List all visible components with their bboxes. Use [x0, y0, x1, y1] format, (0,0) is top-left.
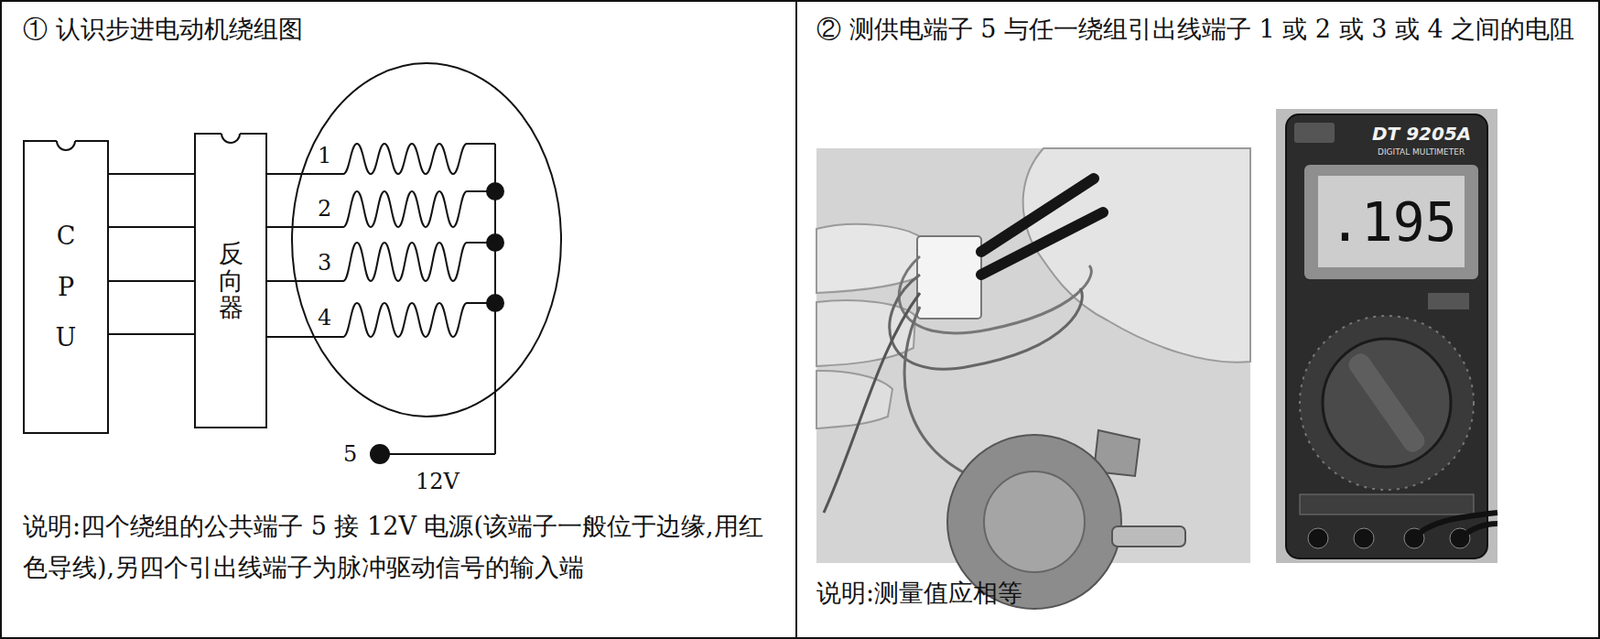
supply-wire — [379, 453, 496, 455]
connector — [917, 236, 982, 319]
multimeter-photo — [1275, 108, 1498, 563]
chip-label: CPU — [54, 210, 79, 363]
pin-number: 5 — [343, 442, 357, 466]
test-lead — [1459, 523, 1498, 539]
meter-subtitle: DIGITAL MULTIMETER — [1377, 148, 1465, 158]
finger — [816, 224, 925, 293]
motor-shaft — [1112, 526, 1186, 547]
lead-wire — [889, 274, 1082, 369]
panel-divider — [795, 0, 798, 638]
notch-arc — [221, 133, 240, 143]
winding-coil — [267, 302, 496, 337]
panel-heading: ① 认识步进电动机绕组图 — [22, 7, 783, 52]
lead-wire — [904, 306, 971, 476]
photo-ground — [1275, 108, 1498, 563]
dial-scale — [1299, 315, 1474, 490]
measuring-photo — [816, 148, 1251, 609]
power-button — [1427, 292, 1470, 310]
lcd-reading: .195 — [1329, 194, 1458, 253]
brand-plate — [1294, 122, 1335, 143]
signal-wire — [108, 172, 195, 175]
panel-heading: ② 测供电端子 5 与任一绕组引出线端子 1 或 2 或 3 或 4 之间的电阻 — [816, 7, 1586, 52]
meter-body — [1286, 114, 1488, 559]
junction-dot — [486, 293, 505, 313]
chip-notch — [218, 132, 243, 146]
chip-box: CPU — [22, 140, 109, 434]
note-text: 说明:测量值应相等 — [816, 572, 1586, 614]
chip-label: 反向器 — [218, 239, 244, 322]
signal-wire — [108, 333, 195, 336]
range-knob — [1322, 338, 1451, 467]
hand-right — [1023, 148, 1251, 363]
terminal-dot — [369, 443, 390, 465]
chip-notch — [54, 140, 78, 153]
winding-coil — [267, 191, 496, 228]
display-bezel — [1304, 164, 1479, 280]
test-lead — [1414, 512, 1498, 539]
pin-number: 3 — [317, 250, 332, 275]
signal-wire — [108, 226, 195, 228]
notch-arc — [56, 140, 76, 151]
pin-number: 2 — [317, 196, 332, 221]
signal-wire — [108, 280, 195, 282]
pin-number: 4 — [317, 305, 332, 330]
jack — [1308, 528, 1329, 549]
socket-strip — [1299, 494, 1474, 515]
model-name: DT 9205A — [1372, 123, 1471, 144]
note-text: 说明:四个绕组的公共端子 5 接 12V 电源(该端子一般位于边缘,用红色导线)… — [22, 505, 783, 588]
winding-coil — [267, 143, 496, 174]
lead-wire — [898, 256, 1092, 334]
probe — [981, 212, 1103, 275]
lcd-screen — [1318, 175, 1465, 268]
windings — [267, 143, 496, 337]
jack — [1353, 528, 1374, 549]
knob-grip — [1345, 349, 1429, 455]
junction-dot — [486, 233, 505, 252]
motor-outline — [291, 63, 562, 417]
voltage-label: 12V — [415, 469, 460, 494]
motor-cap — [983, 471, 1085, 573]
lead-wire — [823, 292, 920, 513]
finger — [816, 370, 893, 429]
junction-dot — [486, 182, 505, 201]
chip-box: 反向器 — [194, 132, 268, 429]
winding-coil — [267, 242, 496, 282]
pin-number: 1 — [317, 143, 332, 168]
